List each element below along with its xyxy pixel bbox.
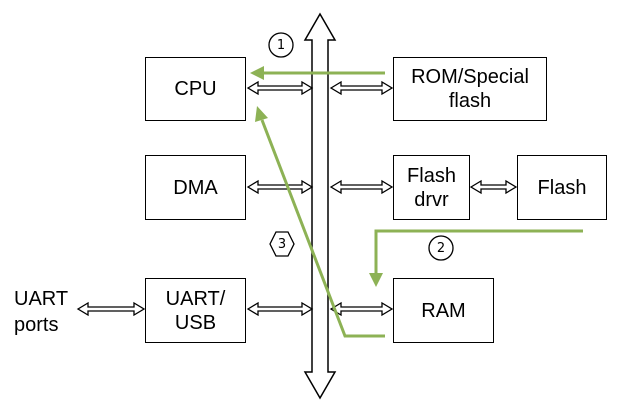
step-3-number: 3 (277, 236, 287, 252)
connector-flashdrvr-flash (469, 179, 518, 195)
system-bus-arrow (303, 12, 337, 400)
uart-ports-label: UART ports (14, 288, 69, 336)
step-3-hexagon (269, 231, 295, 257)
cpu-block: CPU (145, 57, 246, 121)
connector-uartports-uart (76, 301, 146, 317)
flow-arrow-1 (250, 66, 385, 80)
flash-block: Flash (517, 155, 607, 220)
flow-arrow-3 (255, 106, 385, 338)
connector-dma-bus (246, 179, 314, 195)
step-1-circle (268, 32, 294, 58)
connector-bus-ram (329, 301, 394, 317)
rom-special-flash-block: ROM/Special flash (393, 57, 547, 121)
ram-block: RAM (393, 278, 494, 343)
step-2-circle (428, 235, 454, 261)
step-2-number: 2 (436, 240, 446, 256)
flash-driver-block: Flash drvr (393, 155, 470, 220)
connector-bus-rom (329, 80, 394, 96)
step-1-number: 1 (276, 37, 286, 53)
connector-bus-flashdrvr (329, 179, 394, 195)
connector-uart-bus (246, 301, 314, 317)
dma-block: DMA (145, 155, 246, 220)
uart-usb-block: UART/ USB (145, 278, 246, 343)
connector-cpu-bus (246, 80, 314, 96)
flow-arrow-2 (369, 229, 583, 287)
